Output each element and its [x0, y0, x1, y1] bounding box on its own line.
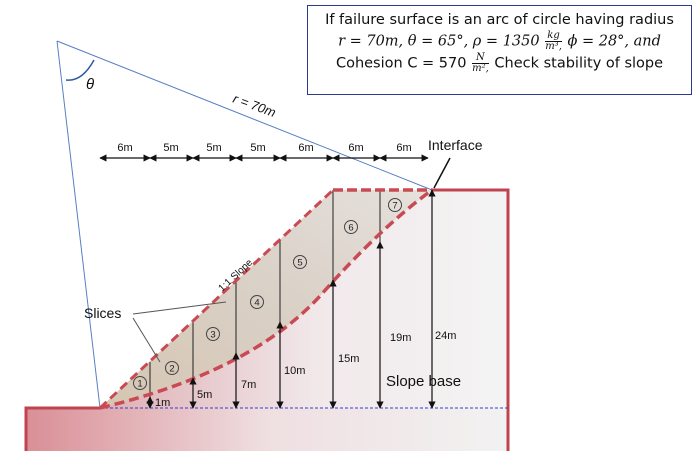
height-label-3: 7m: [241, 379, 256, 391]
width-label-6: 6m: [348, 142, 363, 154]
theta-label: θ: [86, 76, 94, 93]
slice-number-5: 5: [297, 258, 302, 269]
slope-base-strip: [26, 408, 508, 451]
slope-base-label: Slope base: [386, 373, 461, 390]
height-label-4: 10m: [284, 365, 305, 377]
problem-line-1: If failure surface is an arc of circle h…: [325, 12, 674, 28]
height-label-5: 15m: [338, 353, 359, 365]
radius-lines: [56, 40, 433, 409]
height-label-7: 24m: [435, 330, 456, 342]
slice-number-2: 2: [169, 364, 174, 375]
slice-markers: [133, 198, 402, 390]
problem-parameters: r = 70m, θ = 65°, ρ = 1350: [338, 33, 540, 50]
radius-label: r = 70m: [231, 91, 278, 120]
slope-face: [98, 188, 335, 410]
width-label-7: 6m: [396, 142, 411, 154]
slice-number-4: 4: [254, 298, 259, 309]
height-arrows: [146, 189, 436, 409]
width-label-5: 6m: [298, 142, 313, 154]
interface-pointer: [433, 157, 451, 189]
slice-number-7: 7: [392, 201, 397, 212]
width-label-3: 5m: [206, 142, 221, 154]
slice-number-1: 1: [137, 379, 142, 390]
sliding-mass: [100, 190, 432, 408]
width-label-2: 5m: [163, 142, 178, 154]
friction-angle: ϕ = 28°, and: [567, 33, 661, 50]
slices-pointers: [132, 301, 227, 363]
slice-number-3: 3: [210, 330, 215, 341]
cohesion-text: Cohesion C = 570: [335, 55, 467, 72]
slices-label: Slices: [84, 305, 121, 321]
slice-dividers: [149, 190, 381, 397]
height-label-1: 1m: [155, 397, 170, 409]
check-stability-text: Check stability of slope: [494, 55, 664, 72]
problem-statement-box: If failure surface is an arc of circle h…: [307, 5, 692, 95]
theta-arc: [65, 59, 95, 81]
failure-arc: [99, 188, 434, 410]
height-label-2: 5m: [197, 389, 212, 401]
height-label-6: 19m: [390, 332, 411, 344]
ground-outline: [24, 188, 510, 451]
width-label-4: 5m: [250, 142, 265, 154]
slice-number-6: 6: [348, 223, 353, 234]
width-label-1: 6m: [117, 142, 132, 154]
interface-label: Interface: [428, 137, 483, 153]
